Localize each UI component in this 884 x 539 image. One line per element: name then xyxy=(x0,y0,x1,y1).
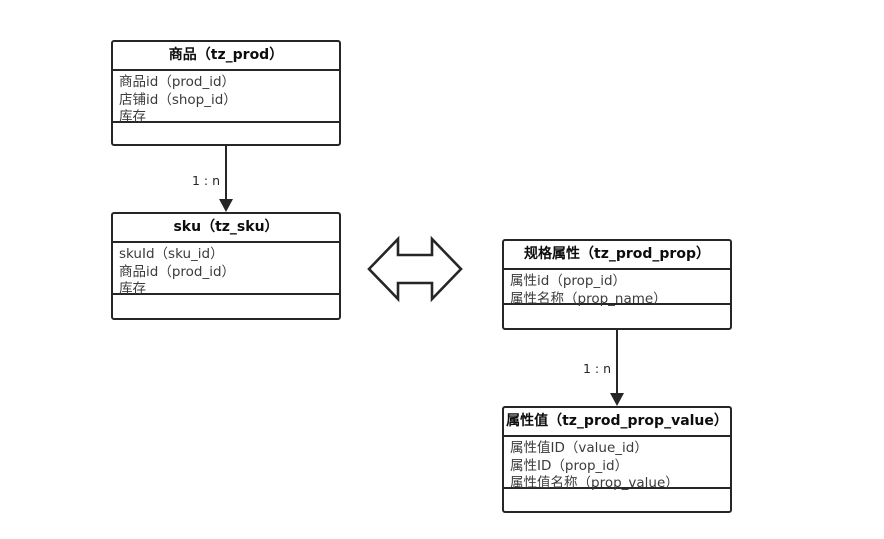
attribute-row: 属性值名称（prop_value） xyxy=(510,475,679,491)
entity-attributes-tz-prod-prop-value: 属性值ID（value_id） 属性ID（prop_id） 属性值名称（prop… xyxy=(504,437,730,491)
entity-attributes-tz-prod: 商品id（prod_id） 店铺id（shop_id） 库存 xyxy=(113,71,339,125)
connector-arrowhead-prop-to-prop-value xyxy=(610,393,624,406)
entity-box-tz-prod-prop-value[interactable]: 属性值（tz_prod_prop_value） 属性值ID（value_id） … xyxy=(502,406,732,513)
attribute-row: 属性值ID（value_id） xyxy=(510,440,648,456)
attribute-row: 属性ID（prop_id） xyxy=(510,457,629,474)
entity-attributes-tz-prod-prop: 属性id（prop_id） 属性名称（prop_name） xyxy=(504,270,730,307)
entity-title-tz-prod: 商品（tz_prod） xyxy=(113,42,339,71)
attribute-row: 商品id（prod_id） xyxy=(119,263,236,280)
connector-label-prod-to-sku: 1 : n xyxy=(191,173,220,188)
double-headed-arrow-svg xyxy=(367,235,463,303)
connector-arrowhead-prod-to-sku xyxy=(219,199,233,212)
entity-title-tz-prod-prop: 规格属性（tz_prod_prop） xyxy=(504,241,730,270)
entity-title-tz-prod-prop-value: 属性值（tz_prod_prop_value） xyxy=(504,408,730,437)
entity-title-tz-sku: sku（tz_sku） xyxy=(113,214,339,243)
attribute-row: 属性id（prop_id） xyxy=(510,273,627,289)
double-headed-arrow-icon xyxy=(366,235,464,303)
entity-methods-tz-prod-prop xyxy=(504,305,730,328)
entity-box-tz-prod-prop[interactable]: 规格属性（tz_prod_prop） 属性id（prop_id） 属性名称（pr… xyxy=(502,239,732,330)
attribute-row: 库存 xyxy=(119,281,146,297)
entity-methods-tz-prod xyxy=(113,123,339,144)
entity-attributes-tz-sku: skuId（sku_id） 商品id（prod_id） 库存 xyxy=(113,243,339,297)
attribute-row: skuId（sku_id） xyxy=(119,246,224,262)
attribute-row: 商品id（prod_id） xyxy=(119,74,236,90)
entity-methods-tz-sku xyxy=(113,295,339,318)
connector-line-prop-to-prop-value xyxy=(616,330,618,395)
attribute-row: 属性名称（prop_name） xyxy=(510,290,667,307)
attribute-row: 店铺id（shop_id） xyxy=(119,91,237,108)
connector-line-prod-to-sku xyxy=(225,146,227,201)
entity-box-tz-sku[interactable]: sku（tz_sku） skuId（sku_id） 商品id（prod_id） … xyxy=(111,212,341,320)
entity-box-tz-prod[interactable]: 商品（tz_prod） 商品id（prod_id） 店铺id（shop_id） … xyxy=(111,40,341,146)
attribute-row: 库存 xyxy=(119,109,146,125)
connector-label-prop-to-prop-value: 1 : n xyxy=(582,361,611,376)
